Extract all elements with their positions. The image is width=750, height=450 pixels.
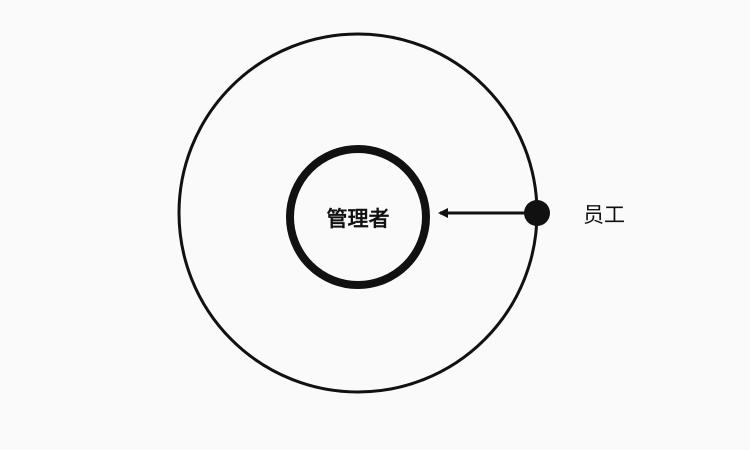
center-label: 管理者 bbox=[327, 207, 390, 231]
member-node bbox=[524, 200, 550, 226]
inner-circle bbox=[286, 145, 430, 289]
node-label: 员工 bbox=[583, 203, 625, 227]
